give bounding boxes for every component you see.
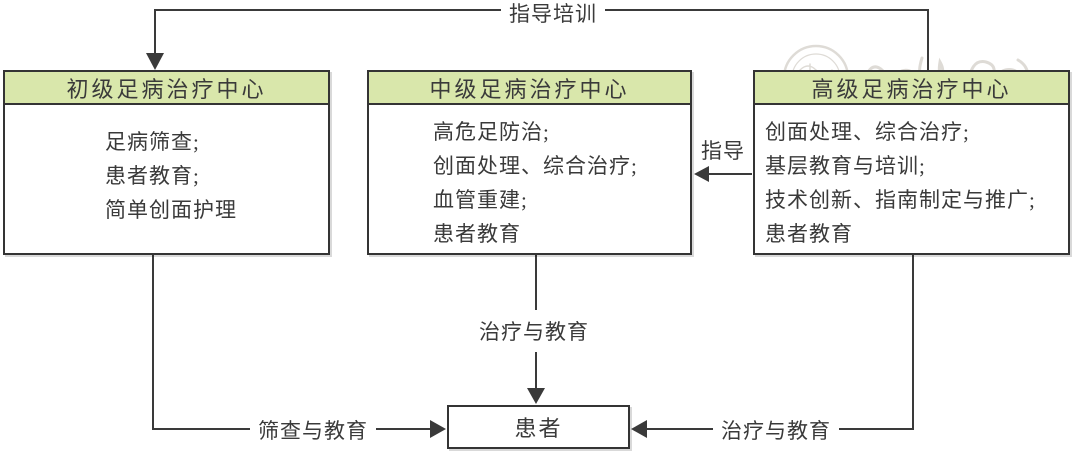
edge-label-guidance-training: 指导培训 [501,0,605,30]
box-advanced-title: 高级足病治疗中心 [811,76,1012,102]
box-advanced-item: 患者教育 [765,222,853,246]
box-intermediate-title: 中级足病治疗中心 [429,76,630,102]
edge-label-screening-education: 筛查与教育 [250,413,376,447]
box-patient: 患者 [447,405,630,449]
arrowhead-into-patient-left [430,420,446,438]
box-primary-center: 初级足病治疗中心 足病筛查; 患者教育; 简单创面护理 [3,70,330,255]
box-intermediate-body: 高危足防治; 创面处理、综合治疗; 血管重建; 患者教育 [369,105,690,251]
box-advanced-item: 创面处理、综合治疗; [765,120,970,144]
box-primary-header: 初级足病治疗中心 [5,72,328,105]
arrowhead-into-patient-right [631,420,647,438]
box-advanced-item: 技术创新、指南制定与推广; [765,188,1036,212]
arrowhead-into-intermediate [694,166,709,182]
edge-label-guide: 指导 [701,139,745,163]
box-patient-title: 患者 [514,416,563,441]
arrowhead-into-primary [146,53,164,70]
box-intermediate-item: 高危足防治; [433,120,550,144]
box-advanced-center: 高级足病治疗中心 创面处理、综合治疗; 基层教育与培训; 技术创新、指南制定与推… [753,70,1070,255]
edge-label-treatment-education-right: 治疗与教育 [713,413,839,447]
box-primary-item: 简单创面护理 [105,198,237,222]
edge-label-treatment-education-mid: 治疗与教育 [473,310,595,352]
box-primary-title: 初级足病治疗中心 [66,76,267,102]
box-advanced-item: 基层教育与培训; [765,154,926,178]
box-intermediate-item: 血管重建; [433,188,528,212]
box-intermediate-item: 创面处理、综合治疗; [433,154,638,178]
box-intermediate-center: 中级足病治疗中心 高危足防治; 创面处理、综合治疗; 血管重建; 患者教育 [367,70,692,255]
box-primary-item: 足病筛查; [105,130,200,154]
box-primary-item: 患者教育; [105,164,200,188]
box-intermediate-item: 患者教育 [433,222,521,246]
box-primary-body: 足病筛查; 患者教育; 简单创面护理 [5,105,328,227]
box-advanced-header: 高级足病治疗中心 [755,72,1068,105]
box-advanced-body: 创面处理、综合治疗; 基层教育与培训; 技术创新、指南制定与推广; 患者教育 [755,105,1068,251]
arrowhead-into-patient-top [527,388,545,404]
box-intermediate-header: 中级足病治疗中心 [369,72,690,105]
edge-right-to-patient [637,255,914,430]
edge-left-to-patient [152,255,440,430]
